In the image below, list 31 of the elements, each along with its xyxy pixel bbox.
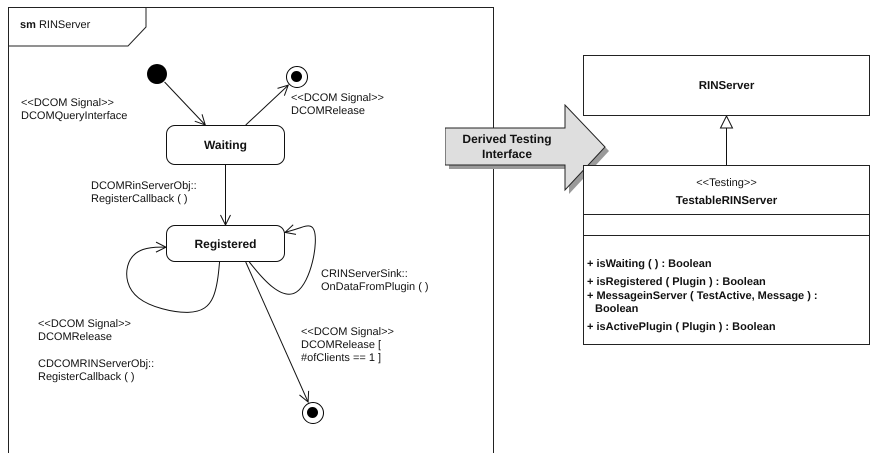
class-box [583, 165, 870, 345]
edge-label: <<DCOM Signal>> DCOMQueryInterface [20, 97, 128, 123]
class-name: RINServer [698, 80, 754, 92]
operation: + MessageinServer ( TestActive, Message ) : Boolean [587, 290, 819, 315]
state-name: Waiting [204, 138, 247, 152]
arrow-label: Derived Testing Interface [461, 132, 553, 162]
state-box [166, 225, 285, 262]
transition-arrow [220, 164, 231, 226]
generalization-arrow [720, 116, 733, 166]
state-box [166, 125, 285, 165]
stereotype: <<Testing>> [696, 177, 757, 189]
class-name: TestableRINServer [676, 195, 778, 207]
transition-arrow [126, 242, 220, 313]
frame-title: sm RINServer [20, 19, 90, 31]
transition-arrow [245, 262, 310, 403]
operation: + isActivePlugin ( Plugin ) : Boolean [587, 320, 777, 333]
final-state [286, 66, 308, 88]
operation: + isWaiting ( ) : Boolean [587, 258, 713, 270]
transition-arrow [164, 82, 206, 126]
edge-label: DCOMRinServerObj:: RegisterCallback ( ) [90, 180, 198, 206]
final-state [302, 402, 324, 424]
transition-arrow [245, 84, 289, 126]
edge-label: <<DCOM Signal>> DCOMRelease [290, 92, 385, 118]
state-name: Registered [194, 236, 257, 250]
operation: + isRegistered ( Plugin ) : Boolean [587, 276, 767, 288]
edge-label: <<DCOM Signal>> DCOMRelease [ #ofClients == 1 ] [300, 326, 395, 365]
edge-label: CRINServerSink:: OnDataFromPlugin ( ) [320, 268, 430, 294]
initial-state [147, 64, 167, 84]
class-box [583, 55, 870, 116]
edge-label: <<DCOM Signal>> DCOMRelease [37, 318, 132, 344]
transition-arrow [248, 224, 316, 295]
